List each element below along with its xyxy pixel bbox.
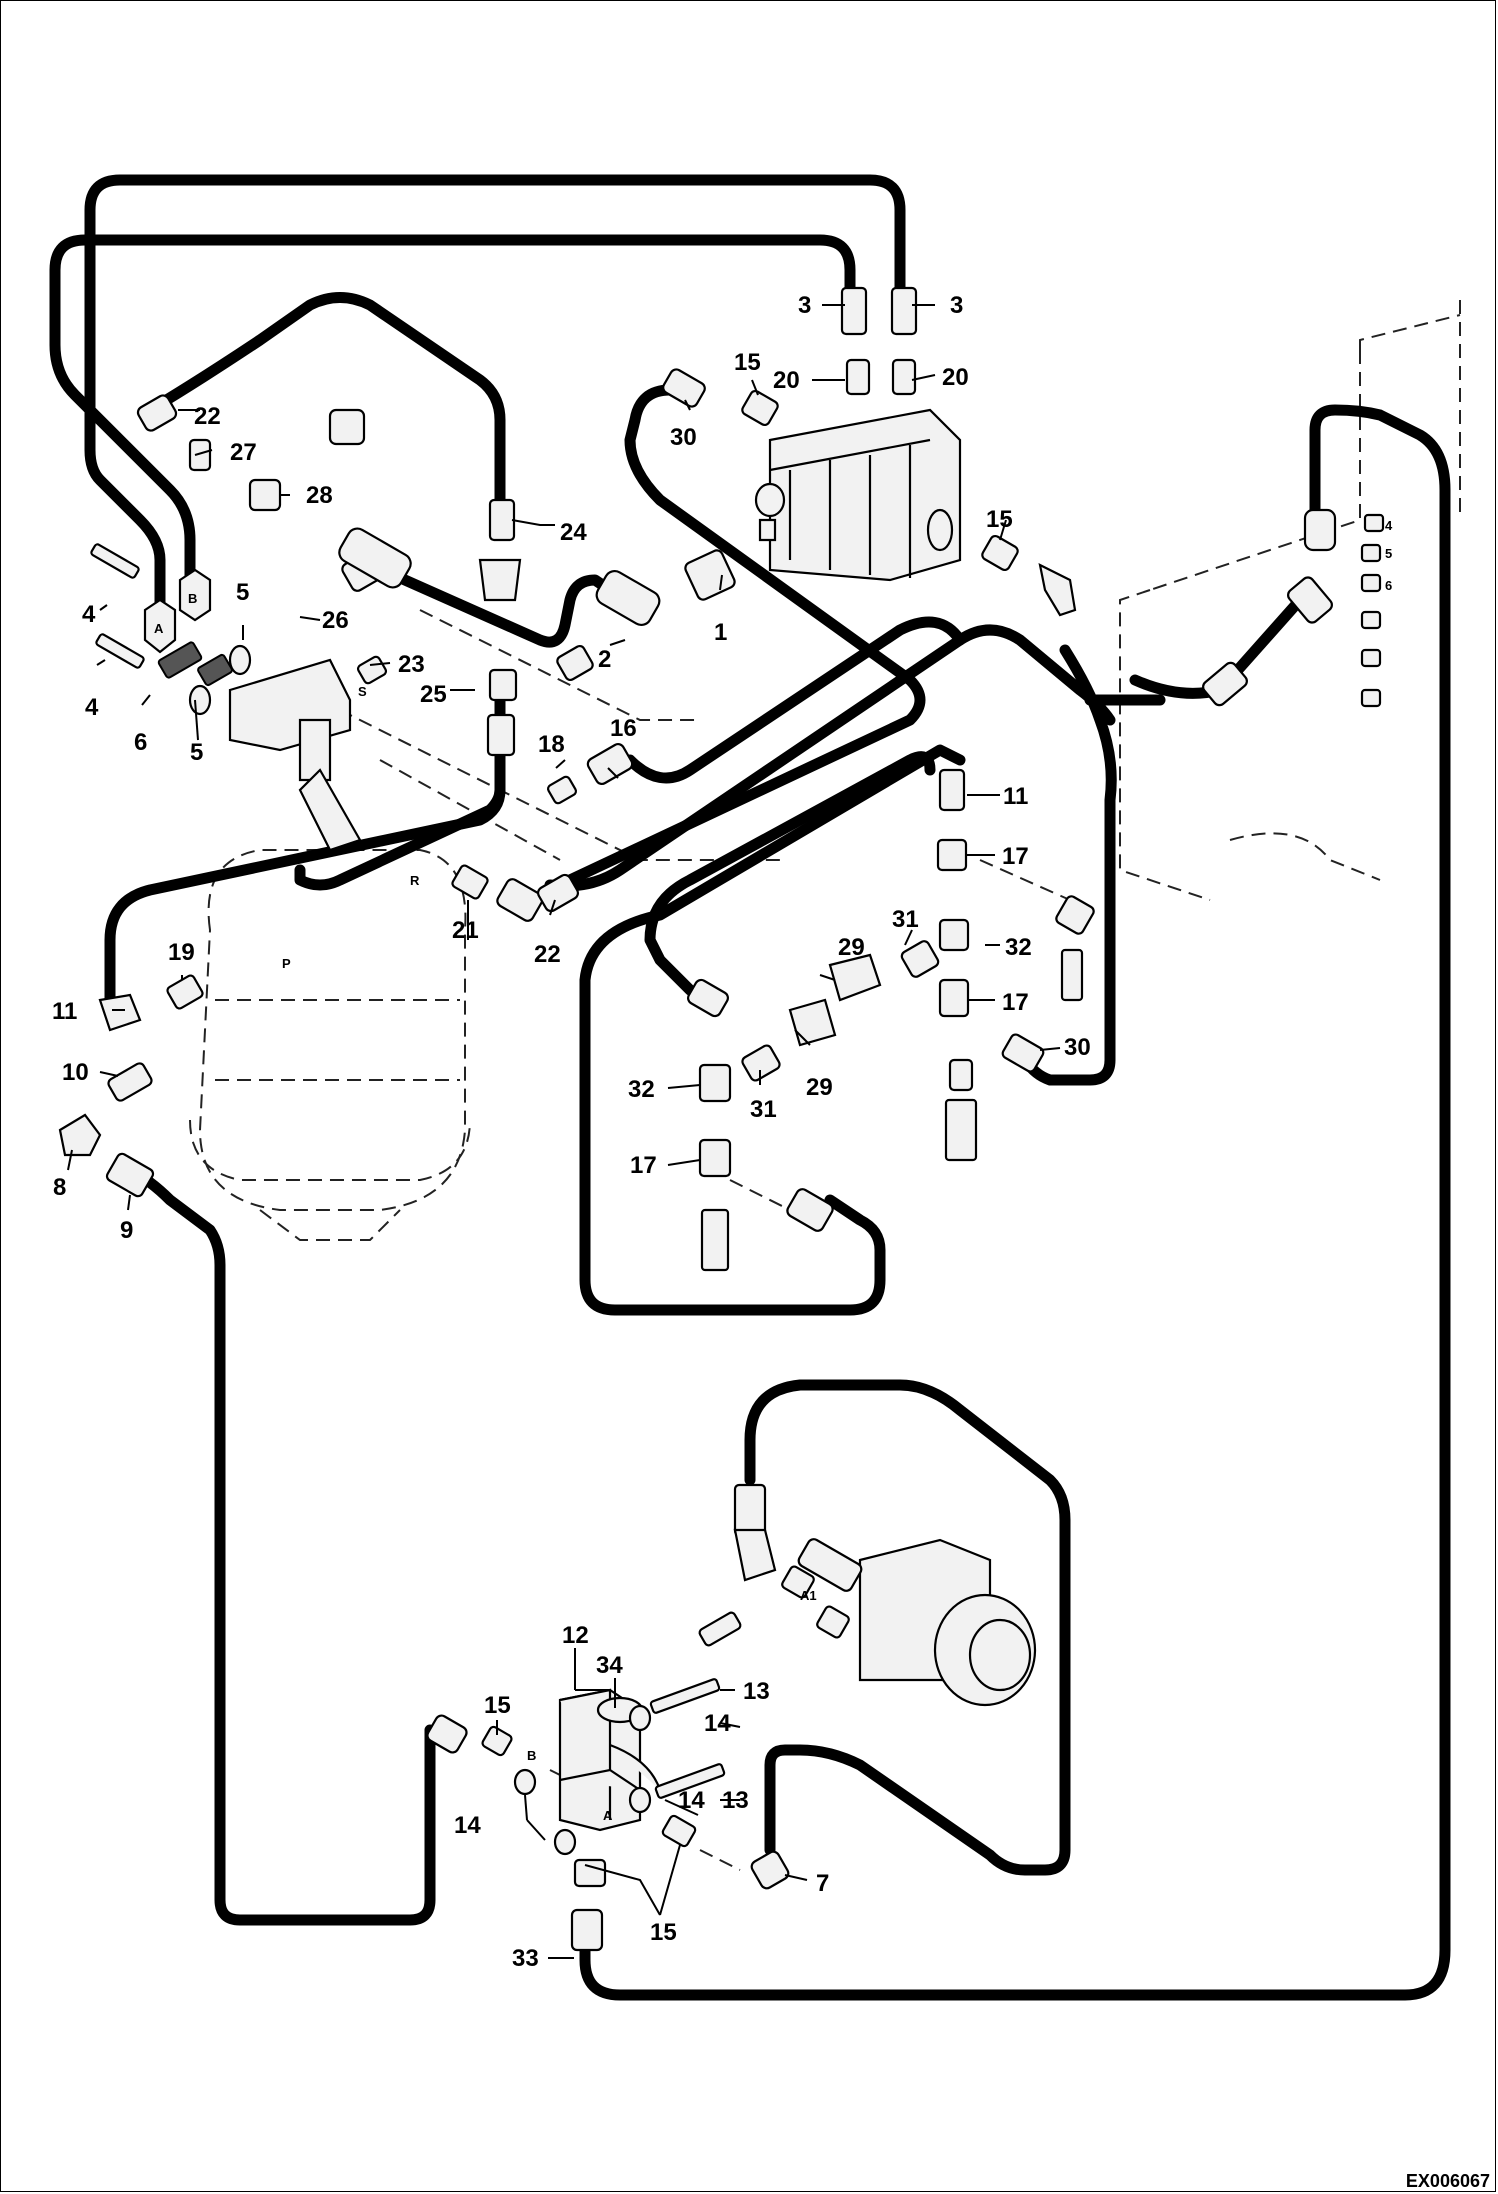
port-mark-valve-A: A	[603, 1808, 613, 1823]
callout-31: 31	[892, 906, 919, 933]
callout-33: 33	[512, 1945, 539, 1972]
callout-17: 17	[630, 1152, 657, 1179]
callout-11: 11	[52, 998, 77, 1025]
callout-13: 13	[722, 1787, 749, 1814]
callout-15: 15	[484, 1692, 511, 1719]
callout-15: 15	[986, 506, 1013, 533]
callout-21: 21	[452, 917, 479, 944]
callout-13: 13	[743, 1678, 770, 1705]
leader-lines	[67, 304, 1061, 1959]
callout-7: 7	[816, 1870, 829, 1897]
callout-5: 5	[190, 739, 203, 766]
callout-32: 32	[628, 1076, 655, 1103]
callout-29: 29	[838, 934, 865, 961]
callout-numbers: 1 2 3 3 4 4 5 5 6 7 8 9 10 11 11 12 13 1…	[52, 292, 1091, 1972]
fittings: A B	[58, 286, 1385, 1952]
port-mark-A1: A1	[800, 1588, 817, 1603]
port-mark-R: R	[410, 873, 420, 888]
drawing-id: EX006067	[1405, 2171, 1490, 2191]
callout-20: 20	[773, 367, 800, 394]
callout-17: 17	[1002, 843, 1029, 870]
callout-1: 1	[714, 619, 727, 646]
callout-25: 25	[420, 681, 447, 708]
callout-3: 3	[950, 292, 963, 319]
callout-30: 30	[670, 424, 697, 451]
callout-18: 18	[538, 731, 565, 758]
callout-24: 24	[560, 519, 587, 546]
svg-text:5: 5	[1385, 546, 1392, 561]
callout-31: 31	[750, 1096, 777, 1123]
callout-22: 22	[194, 403, 221, 430]
callout-4: 4	[82, 601, 96, 628]
callout-10: 10	[62, 1059, 89, 1086]
callout-12: 12	[562, 1622, 589, 1649]
callout-6: 6	[134, 729, 147, 756]
callout-23: 23	[398, 651, 425, 678]
callout-15: 15	[734, 349, 761, 376]
manifold-ports	[1360, 513, 1385, 708]
callout-22: 22	[534, 941, 561, 968]
callout-9: 9	[120, 1217, 133, 1244]
callout-32: 32	[1005, 934, 1032, 961]
callout-8: 8	[53, 1174, 66, 1201]
hoses	[49, 174, 1451, 2001]
port-mark-P: P	[282, 956, 291, 971]
callout-4: 4	[85, 694, 99, 721]
callout-19: 19	[168, 939, 195, 966]
callout-14: 14	[678, 1787, 705, 1814]
callout-14: 14	[704, 1710, 731, 1737]
callout-20: 20	[942, 364, 969, 391]
callout-28: 28	[306, 482, 333, 509]
callout-5: 5	[236, 579, 249, 606]
callout-15: 15	[650, 1919, 677, 1946]
callout-16: 16	[610, 715, 637, 742]
callout-27: 27	[230, 439, 257, 466]
callout-3: 3	[798, 292, 811, 319]
port-mark-A: A	[154, 621, 164, 636]
callout-29: 29	[806, 1074, 833, 1101]
callout-11: 11	[1003, 783, 1028, 810]
callout-14: 14	[454, 1812, 481, 1839]
svg-text:6: 6	[1385, 578, 1392, 593]
port-mark-B: B	[188, 591, 197, 606]
callout-2: 2	[598, 646, 611, 673]
manifold-port-labels: 4 5 6	[1385, 518, 1393, 593]
callout-34: 34	[596, 1652, 623, 1679]
callout-17: 17	[1002, 989, 1029, 1016]
port-mark-S: S	[358, 684, 367, 699]
port-mark-valve-B: B	[527, 1748, 536, 1763]
callout-30: 30	[1064, 1034, 1091, 1061]
svg-text:4: 4	[1385, 518, 1393, 533]
callout-26: 26	[322, 607, 349, 634]
